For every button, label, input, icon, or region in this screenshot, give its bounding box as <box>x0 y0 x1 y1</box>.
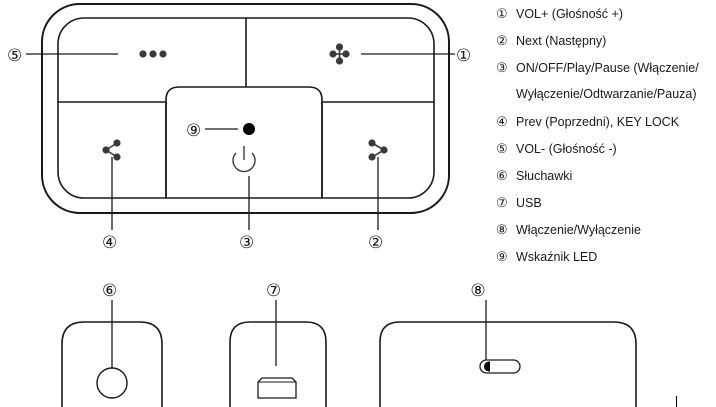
legend-number: ⑦ <box>496 195 508 210</box>
legend-label: ON/OFF/Play/Pause (Włączenie/ <box>516 61 699 75</box>
power-switch-knob <box>484 361 490 372</box>
corner-mark <box>676 396 677 407</box>
headphone-jack-icon <box>96 367 128 399</box>
led-indicator <box>243 123 255 135</box>
legend-item-2: ② Next (Następny) <box>496 31 606 51</box>
legend-number: ② <box>496 33 508 48</box>
legend-item-4: ④ Prev (Poprzedni), KEY LOCK <box>496 112 679 132</box>
legend-label: Słuchawki <box>516 169 573 183</box>
legend-label: VOL+ (Głośność +) <box>516 7 623 21</box>
center-button-outline <box>165 86 323 198</box>
device-outer-body <box>41 3 450 214</box>
prev-icon <box>102 139 121 161</box>
legend-item-7: ⑦ USB <box>496 193 542 213</box>
three-dots-icon <box>139 50 167 58</box>
usb-port-side <box>229 321 327 407</box>
legend-item-6: ⑥ Słuchawki <box>496 166 572 186</box>
legend-label: VOL- (Głośność -) <box>516 142 617 156</box>
callout-7: ⑦ <box>266 281 281 301</box>
legend-number: ⑨ <box>496 249 508 264</box>
legend-label-continued: Wyłączenie/Odtwarzanie/Pauza) <box>516 87 697 101</box>
callout-8: ⑧ <box>470 281 485 301</box>
legend-item-5: ⑤ VOL- (Głośność -) <box>496 139 617 159</box>
callout-9: ⑨ <box>186 121 201 141</box>
legend-number: ⑤ <box>496 141 508 156</box>
legend-number: ⑧ <box>496 222 508 237</box>
callout-6: ⑥ <box>102 281 117 301</box>
legend-item-9: ⑨ Wskaźnik LED <box>496 247 597 267</box>
next-icon <box>368 139 388 161</box>
callout-5: ⑤ <box>7 46 22 66</box>
switch-side <box>379 321 490 407</box>
callout-2: ② <box>368 233 383 253</box>
legend-number: ⑥ <box>496 168 508 183</box>
legend-label: Włączenie/Wyłączenie <box>516 223 641 237</box>
legend-number: ④ <box>496 114 508 129</box>
headphone-port-side <box>61 321 163 407</box>
power-switch <box>479 359 490 374</box>
legend-number: ① <box>496 6 508 21</box>
legend-label: Prev (Poprzedni), KEY LOCK <box>516 115 680 129</box>
legend-number: ③ <box>496 60 508 75</box>
legend-label: Wskaźnik LED <box>516 250 598 264</box>
four-dots-icon <box>329 43 350 65</box>
legend-label: Next (Następny) <box>516 34 607 48</box>
legend-label: USB <box>516 196 542 210</box>
legend-item-8: ⑧ Włączenie/Wyłączenie <box>496 220 641 240</box>
device-diagram: ⑤ ① ⑨ ④ ③ ② ⑥ ⑦ ⑧ <box>7 3 490 407</box>
power-icon <box>232 146 256 173</box>
legend-item-1: ① VOL+ (Głośność +) <box>496 4 623 24</box>
callout-4: ④ <box>102 233 117 253</box>
callout-3: ③ <box>239 233 254 253</box>
switch-side-right <box>490 321 637 407</box>
usb-port-icon <box>257 377 297 399</box>
callout-1: ① <box>456 46 471 66</box>
legend-item-3: ③ ON/OFF/Play/Pause (Włączenie/ <box>496 58 699 78</box>
